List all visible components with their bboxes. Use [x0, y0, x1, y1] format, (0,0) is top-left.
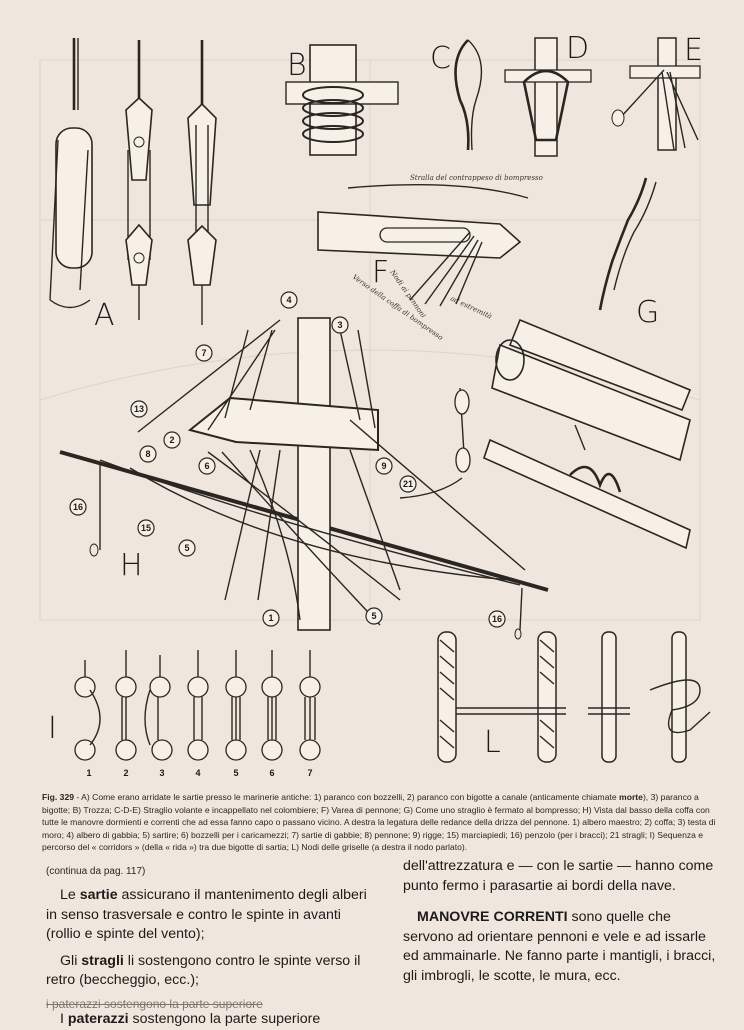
callout-8: 8	[145, 449, 150, 459]
callout-4: 4	[286, 295, 291, 305]
section-g-bowsprit	[483, 177, 692, 550]
svg-text:3: 3	[159, 768, 164, 778]
section-a-tackles	[49, 38, 217, 325]
paragraph-paterazzi: I paterazzi sostengono la parte superior…	[60, 1010, 321, 1027]
label-f: F	[372, 255, 389, 290]
label-a: A	[94, 298, 115, 333]
callout-5a: 5	[184, 543, 189, 553]
section-b-trozza	[285, 44, 399, 156]
paragraph-sartie: Le sartie assicurano il mantenimento deg…	[46, 887, 367, 943]
figure-caption: Fig. 329 - A) Come erano arridate le sar…	[42, 791, 722, 854]
label-l: L	[484, 725, 501, 760]
section-l-knots	[437, 631, 711, 763]
callout-7: 7	[201, 348, 206, 358]
caption-morte: morte	[619, 792, 643, 802]
term-stragli: stragli	[81, 952, 124, 969]
callout-6: 6	[204, 461, 209, 471]
label-h: H	[120, 548, 143, 583]
section-i-deadeyes	[74, 650, 321, 761]
deadeye-sequence-numbers: 1 2 3 4 5 6 7	[86, 768, 312, 778]
svg-text:6: 6	[269, 768, 274, 778]
callout-2: 2	[169, 435, 174, 445]
rigging-figure: A B C D E Stralla del contrappeso di bom…	[39, 31, 711, 778]
svg-text:5: 5	[233, 768, 238, 778]
term-paterazzi: paterazzi	[67, 1010, 129, 1027]
figure-number: Fig. 329	[42, 792, 74, 802]
label-d: D	[566, 31, 589, 66]
heading-manovre-correnti: MANOVRE CORRENTI	[417, 909, 568, 926]
callout-15: 15	[141, 523, 151, 533]
paragraph-attrezzatura: dell'attrezzatura e — con le sartie — ha…	[403, 858, 714, 894]
callout-16a: 16	[73, 502, 83, 512]
section-h-top	[59, 317, 549, 640]
paragraph-stragli: Gli stragli li sostengono contro le spin…	[46, 952, 361, 989]
label-e: E	[684, 33, 703, 68]
caption-text: - A) Come erano arridate le sartie press…	[74, 792, 620, 802]
svg-text:1: 1	[86, 768, 91, 778]
callout-16b: 16	[492, 614, 502, 624]
svg-text:2: 2	[123, 768, 128, 778]
label-i: I	[48, 711, 57, 746]
callout-13: 13	[134, 404, 144, 414]
callout-5b: 5	[371, 611, 376, 621]
svg-text:4: 4	[195, 768, 200, 778]
callout-3: 3	[337, 320, 342, 330]
label-b: B	[287, 48, 307, 83]
right-column: dell'attrezzatura e — con le sartie — ha…	[403, 857, 723, 994]
paragraph-manovre-correnti: MANOVRE CORRENTI sono quelle che servono…	[403, 909, 716, 984]
hand-f-3: ad estremità	[449, 295, 493, 321]
struck-line: i paterazzi sostengono la parte superior…	[46, 996, 263, 1011]
label-c: C	[430, 41, 451, 76]
section-cde-stays	[454, 37, 701, 157]
continuation-note: (continua da pag. 117)	[46, 866, 146, 877]
callout-21: 21	[403, 479, 413, 489]
term-sartie: sartie	[79, 887, 118, 903]
section-f-yardarm	[317, 183, 529, 307]
callout-1: 1	[268, 613, 273, 623]
callout-9: 9	[381, 461, 386, 471]
hand-f-top: Stralla del contrappeso di bompresso	[410, 174, 543, 182]
svg-text:7: 7	[307, 768, 312, 778]
left-column: Le sartie assicurano il mantenimento deg…	[46, 886, 368, 1030]
callouts	[69, 291, 506, 628]
label-g: G	[636, 295, 659, 330]
caption-text-2: ), 3) paranco a bigotte; B) Trozza; C-D-…	[42, 792, 716, 853]
